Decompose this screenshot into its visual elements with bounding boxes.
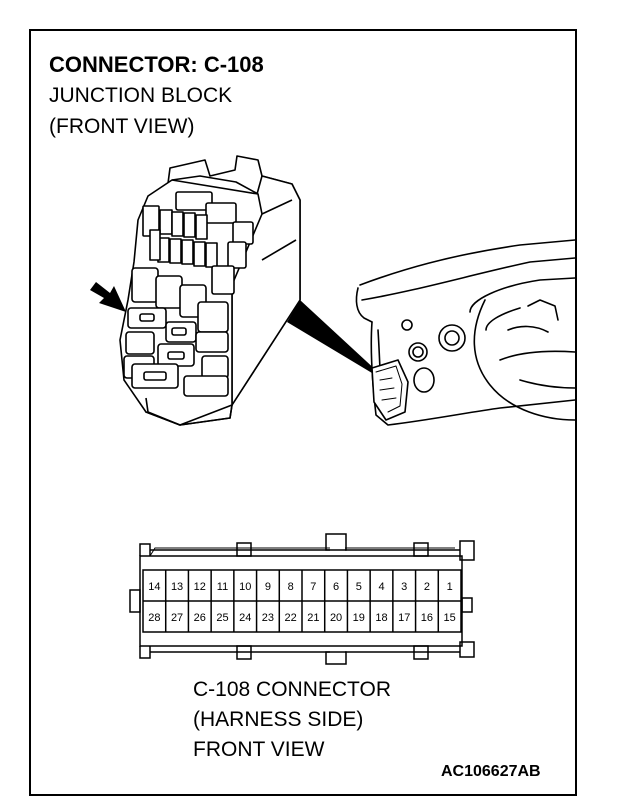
figure-code: AC106627AB	[441, 763, 541, 780]
top-pin-4: 4	[378, 581, 384, 593]
connector-caption-name: C-108 CONNECTOR	[193, 678, 391, 701]
top-pin-3: 3	[401, 581, 407, 593]
pin-grid	[164, 570, 440, 632]
top-pin-8: 8	[288, 581, 294, 593]
connector-caption-side: (HARNESS SIDE)	[193, 708, 364, 731]
bottom-pin-20: 20	[330, 612, 342, 624]
bottom-pin-17: 17	[398, 612, 410, 624]
bottom-pin-28: 28	[148, 612, 160, 624]
connector-title: CONNECTOR: C-108	[49, 52, 264, 77]
top-pin-10: 10	[239, 581, 251, 593]
bottom-pin-23: 23	[262, 612, 274, 624]
bottom-pin-26: 26	[194, 612, 206, 624]
bottom-pin-27: 27	[171, 612, 183, 624]
junction-block-illustration	[119, 155, 301, 426]
bottom-pin-19: 19	[353, 612, 365, 624]
top-pin-9: 9	[265, 581, 271, 593]
diagram-frame	[29, 29, 577, 796]
bottom-pin-21: 21	[307, 612, 319, 624]
bottom-pin-15: 15	[444, 612, 456, 624]
connector-caption-view: FRONT VIEW	[193, 738, 325, 761]
location-pointer	[287, 300, 392, 385]
bottom-pin-18: 18	[375, 612, 387, 624]
bottom-pin-16: 16	[421, 612, 433, 624]
component-name: JUNCTION BLOCK	[49, 84, 233, 107]
bottom-pin-22: 22	[285, 612, 297, 624]
top-pin-14: 14	[148, 581, 160, 593]
top-pin-12: 12	[194, 581, 206, 593]
bottom-pin-25: 25	[216, 612, 228, 624]
dashboard-illustration	[355, 239, 576, 426]
top-pin-7: 7	[310, 581, 316, 593]
top-pin-5: 5	[356, 581, 362, 593]
view-label: (FRONT VIEW)	[49, 115, 195, 138]
top-pin-1: 1	[447, 581, 453, 593]
arrow-icon	[90, 282, 126, 312]
bottom-pin-24: 24	[239, 612, 251, 624]
top-pin-11: 11	[217, 581, 228, 593]
top-pin-2: 2	[424, 581, 430, 593]
c108-connector	[129, 533, 475, 665]
top-pin-6: 6	[333, 581, 339, 593]
top-pin-13: 13	[171, 581, 183, 593]
